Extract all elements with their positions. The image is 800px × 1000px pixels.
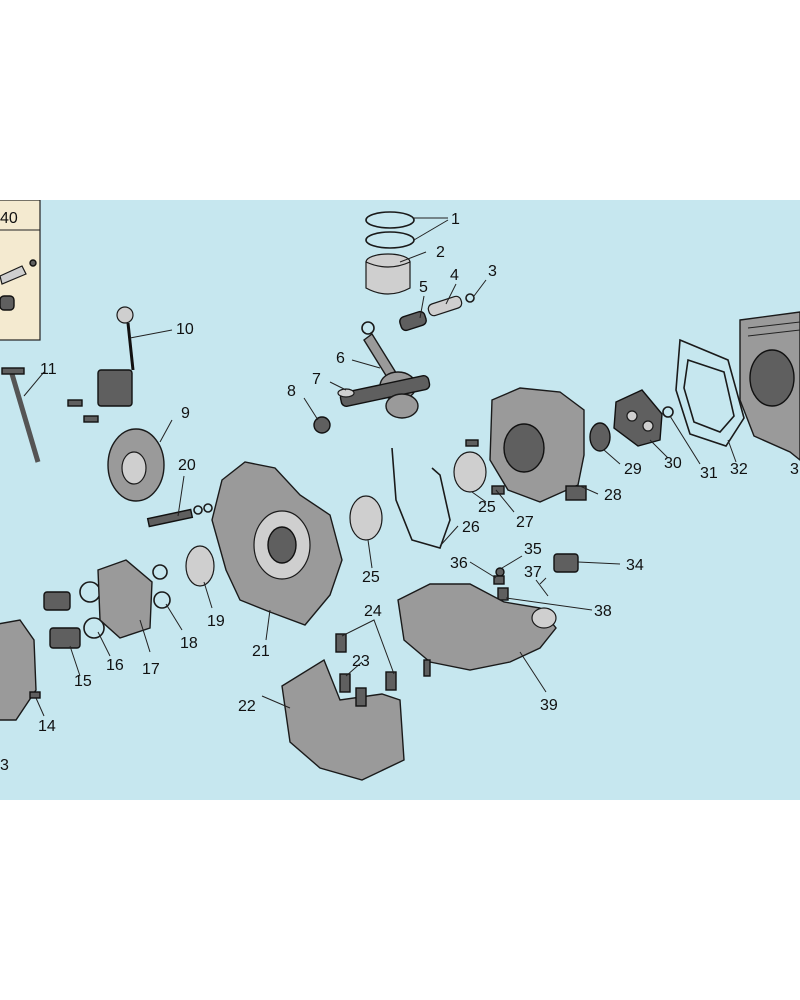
circlip: [465, 293, 475, 303]
clutch-assembly: [43, 545, 215, 649]
callout-13: 3: [0, 757, 9, 774]
cylinder: [739, 311, 800, 461]
intake-gasket: [662, 406, 674, 418]
callout-22: 22: [238, 698, 256, 715]
callout-5: 5: [419, 279, 428, 296]
callout-25a: 25: [362, 569, 380, 586]
callout-14: 14: [38, 718, 56, 735]
callout-21: 21: [252, 643, 270, 660]
cylinder-gasket-inner: [683, 358, 735, 433]
dowel-pin-top: [465, 439, 479, 447]
callout-26: 26: [462, 519, 480, 536]
callout-35: 35: [524, 541, 542, 558]
bearing-25b: [453, 451, 487, 493]
filter-38: [497, 587, 509, 601]
flywheel: [107, 428, 165, 502]
recoil-housing: [0, 619, 37, 721]
inset-box-40: 40: [0, 200, 41, 341]
ignition-switch: [553, 553, 579, 573]
callout-29: 29: [624, 461, 642, 478]
bolt-20: [146, 503, 213, 528]
crankcase-half: [211, 461, 343, 626]
screw-14: [29, 691, 41, 699]
callout-6: 6: [336, 350, 345, 367]
callout-7: 7: [312, 371, 321, 388]
callout-19: 19: [207, 613, 225, 630]
callout-1: 1: [451, 211, 460, 228]
piston-pin: [427, 295, 463, 317]
fuel-pickup-36: [493, 575, 505, 585]
callout-28: 28: [604, 487, 622, 504]
callout-27: 27: [516, 514, 534, 531]
callout-17: 17: [142, 661, 160, 678]
piston: [365, 253, 411, 295]
crankcase-gasket: [391, 447, 451, 549]
callout-11: 11: [40, 361, 57, 378]
callout-9: 9: [181, 405, 190, 422]
spark-plug-lead: [1, 367, 41, 463]
fuel-tank: [397, 583, 557, 671]
woodruff-key: [337, 388, 355, 398]
callout-33: 3: [790, 461, 799, 478]
cylinder-gasket: [675, 338, 745, 447]
leader-lines: [23, 217, 737, 717]
callout-30: 30: [664, 455, 682, 472]
callout-3: 3: [488, 263, 497, 280]
inset-label: 40: [0, 210, 18, 227]
callout-4: 4: [450, 267, 459, 284]
crankshaft: [339, 321, 431, 419]
callout-38: 38: [594, 603, 612, 620]
callout-18: 18: [180, 635, 198, 652]
fittings-23-24: [335, 633, 431, 707]
intake-block: [613, 389, 663, 447]
fuel-line-37: [535, 579, 549, 597]
callouts: 1 2 3 4 5 6 7 8 9 10 11 3 14 15 16 17 18…: [0, 211, 799, 774]
callout-23: 23: [352, 653, 370, 670]
crank-nut: [313, 416, 331, 434]
callout-10: 10: [176, 321, 194, 338]
callout-31: 31: [700, 465, 718, 482]
callout-16: 16: [106, 657, 124, 674]
crankcase-main: [489, 387, 587, 503]
needle-bearing: [399, 310, 427, 332]
callout-32: 32: [730, 461, 748, 478]
dowel-pins: [491, 485, 505, 495]
callout-8: 8: [287, 383, 296, 400]
callout-15: 15: [74, 673, 92, 690]
oil-seal: [589, 422, 611, 452]
callout-36: 36: [450, 555, 468, 572]
callout-20: 20: [178, 457, 196, 474]
bottom-guard: [281, 658, 405, 781]
bearing-25a: [349, 495, 383, 541]
exploded-parts-diagram: 40: [0, 200, 800, 800]
callout-2: 2: [436, 244, 445, 261]
callout-37: 37: [524, 564, 542, 581]
callout-39: 39: [540, 697, 558, 714]
screw-35: [495, 567, 505, 577]
callout-34: 34: [626, 557, 644, 574]
ignition-module: [67, 306, 135, 423]
callout-24: 24: [364, 603, 382, 620]
callout-25b: 25: [478, 499, 496, 516]
